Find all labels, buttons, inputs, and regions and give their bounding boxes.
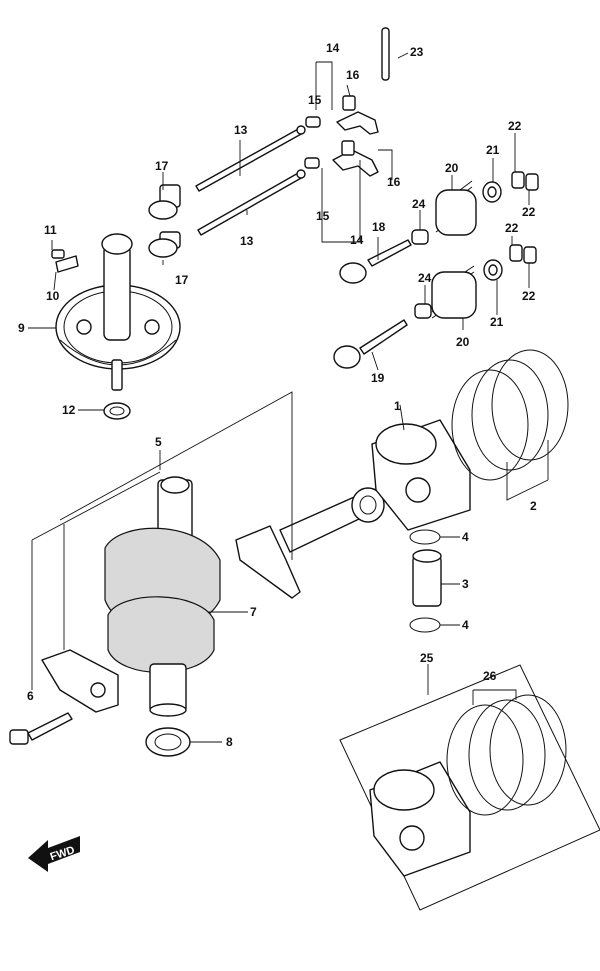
callout-8: 8 — [226, 735, 233, 749]
crank-bearing-cap-6 — [41, 649, 119, 713]
piston — [371, 419, 471, 531]
valve-19 — [333, 319, 408, 369]
fwd-arrow-icon: FWD — [28, 836, 80, 872]
cap-bolt — [9, 712, 73, 745]
callout-14-upper: 14 — [326, 41, 340, 55]
tappet-upper — [148, 184, 181, 220]
oil-seal-8 — [145, 727, 191, 757]
callout-22-d: 22 — [522, 289, 536, 303]
callout-7: 7 — [250, 605, 257, 619]
valve-seal-upper — [411, 229, 429, 245]
callout-2: 2 — [530, 499, 537, 513]
callout-20-upper: 20 — [445, 161, 459, 175]
oversize-piston — [369, 761, 471, 877]
callout-16-lower: 16 — [387, 175, 401, 189]
callout-11: 11 — [44, 223, 57, 237]
rocker-arm-lower — [332, 140, 379, 177]
rocker-collar-upper — [305, 116, 321, 128]
callout-24-lower: 24 — [418, 271, 432, 285]
oversize-rings — [446, 694, 567, 816]
callout-1: 1 — [394, 399, 401, 413]
rocker-arm-23-pin — [381, 27, 390, 81]
callout-24-upper: 24 — [412, 197, 426, 211]
valve-18 — [339, 239, 412, 284]
pushrod-upper — [195, 125, 306, 192]
callout-6: 6 — [27, 689, 34, 703]
rocker-collar-lower — [304, 157, 320, 169]
callout-9: 9 — [18, 321, 25, 335]
callout-23: 23 — [410, 45, 424, 59]
circlip-lower — [409, 617, 441, 633]
piston-rings-2 — [451, 349, 569, 481]
spring-retainer-upper — [482, 181, 502, 203]
callout-17-upper: 17 — [155, 159, 169, 173]
tappet-lower — [148, 231, 181, 258]
valve-spring-upper — [435, 180, 477, 236]
valve-spring-lower — [431, 265, 477, 319]
valve-cotters — [509, 171, 539, 264]
callout-22-b: 22 — [522, 205, 536, 219]
callout-19: 19 — [371, 371, 385, 385]
callout-21-upper: 21 — [486, 143, 500, 157]
washer-12 — [103, 402, 131, 420]
callout-26: 26 — [483, 669, 497, 683]
callout-15-lower: 15 — [316, 209, 330, 223]
callout-14-lower: 14 — [350, 233, 364, 247]
callout-15-upper: 15 — [308, 93, 322, 107]
pushrod-lower — [197, 169, 306, 236]
callout-18: 18 — [372, 220, 386, 234]
spring-retainer-lower — [483, 259, 503, 281]
callout-3: 3 — [462, 577, 469, 591]
callout-labels: 1 2 3 4 4 5 6 7 8 9 10 11 12 13 13 14 14… — [18, 41, 537, 749]
callout-4-upper: 4 — [462, 530, 469, 544]
callout-22-a: 22 — [508, 119, 522, 133]
callout-25: 25 — [420, 651, 434, 665]
rocker-arm-upper — [336, 95, 379, 135]
valve-seal-lower — [414, 303, 432, 319]
callout-20-lower: 20 — [456, 335, 470, 349]
piston-pin-3 — [412, 549, 442, 607]
camshaft-clip-10 — [55, 255, 79, 273]
connecting-rod — [235, 487, 385, 599]
callout-10: 10 — [46, 289, 60, 303]
circlip-upper — [409, 529, 441, 545]
callout-13-upper: 13 — [234, 123, 248, 137]
callout-5: 5 — [155, 435, 162, 449]
callout-13-lower: 13 — [240, 234, 254, 248]
camshaft-pin-11 — [51, 249, 65, 259]
callout-17-lower: 17 — [175, 273, 189, 287]
callout-21-lower: 21 — [490, 315, 504, 329]
callout-4-lower: 4 — [462, 618, 469, 632]
callout-16-upper: 16 — [346, 68, 360, 82]
callout-22-c: 22 — [505, 221, 519, 235]
crankshaft — [104, 476, 221, 717]
leader-lines — [28, 52, 549, 743]
camshaft-body — [101, 233, 133, 391]
callout-12: 12 — [62, 403, 76, 417]
